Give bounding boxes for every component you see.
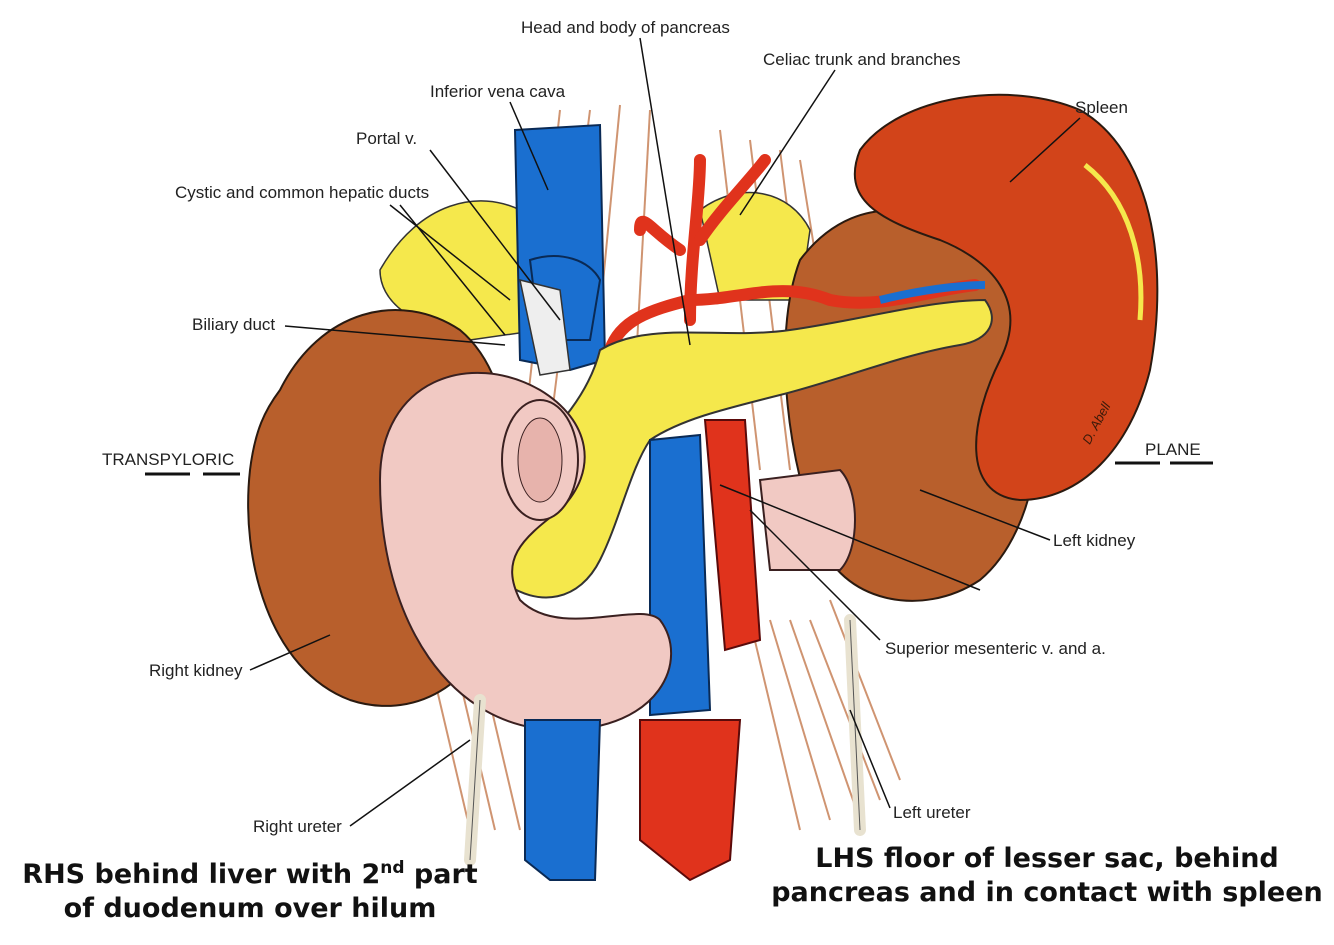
right-ureter-outline [469, 699, 481, 861]
label-head-body-pancreas: Head and body of pancreas [521, 18, 730, 37]
leader-celiac [739, 69, 836, 216]
label-left-ureter: Left ureter [893, 803, 971, 822]
leader-left-kidney [919, 489, 1051, 541]
leader-sup-mes-1 [719, 484, 981, 591]
label-celiac-trunk: Celiac trunk and branches [763, 50, 961, 69]
splenic-vein [879, 281, 986, 304]
leader-cystic-1 [389, 204, 511, 301]
label-cystic-ducts: Cystic and common hepatic ducts [175, 183, 430, 202]
label-right-kidney: Right kidney [149, 661, 243, 680]
duodenal-lumen [517, 417, 563, 503]
lower-vena-cava [524, 719, 602, 881]
label-plane: PLANE [1145, 440, 1201, 459]
duodenum [378, 371, 673, 732]
caption-rhs-text: RHS behind liver with 2 [22, 859, 381, 890]
caption-rhs: RHS behind liver with 2nd part of duoden… [0, 858, 500, 926]
leader-spleen [1009, 117, 1081, 183]
spleen-fat-edge [1083, 163, 1144, 321]
caption-rhs-line2: of duodenum over hilum [63, 892, 437, 924]
caption-rhs-superscript: nd [380, 858, 405, 878]
caption-rhs-line1: RHS behind liver with 2nd part [0, 858, 500, 892]
leader-right-kidney [249, 634, 331, 671]
caption-lhs-line2: pancreas and in contact with spleen [771, 876, 1323, 908]
leader-biliary [284, 325, 506, 346]
label-right-ureter: Right ureter [253, 817, 342, 836]
label-transpyloric: TRANSPYLORIC [102, 450, 235, 469]
celiac-fat [699, 191, 811, 301]
biliary-duct-tube [519, 278, 571, 376]
caption-lhs-line1: LHS floor of lesser sac, behind [815, 843, 1279, 874]
label-inferior-vena-cava: Inferior vena cava [430, 82, 566, 101]
leader-pancreas [639, 37, 691, 346]
leader-left-ureter [849, 709, 891, 809]
label-superior-mesenteric: Superior mesenteric v. and a. [885, 639, 1106, 658]
leader-sup-mes-2 [749, 509, 881, 641]
label-biliary-duct: Biliary duct [192, 315, 276, 334]
label-portal-v: Portal v. [356, 129, 418, 148]
leader-right-ureter [349, 739, 471, 827]
leader-lines [145, 37, 1213, 827]
label-left-kidney: Left kidney [1053, 531, 1136, 550]
left-ureter-outline [849, 619, 861, 831]
spleen [853, 93, 1159, 502]
leader-cystic-2 [399, 204, 506, 336]
superior-mesenteric-artery [703, 419, 762, 652]
lower-aorta [639, 719, 742, 882]
caption-rhs-text-end: part [404, 859, 478, 890]
leader-portal [429, 149, 561, 321]
caption-lhs: LHS floor of lesser sac, behind pancreas… [760, 842, 1334, 910]
label-spleen: Spleen [1075, 98, 1128, 117]
leader-ivc [509, 101, 549, 191]
